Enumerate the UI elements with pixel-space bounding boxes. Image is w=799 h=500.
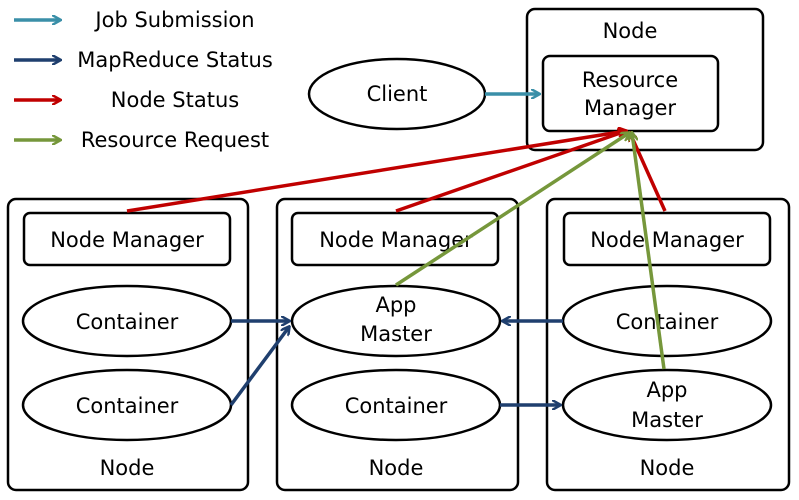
legend-mapreduce-status-label: MapReduce Status	[77, 48, 273, 72]
node-3-app-master	[561, 368, 773, 442]
node-2-app-master	[290, 284, 502, 358]
node-2: Node Manager App Master Container Node	[275, 197, 520, 492]
node-status-arrow-node-3	[630, 133, 667, 212]
node-1: Node Manager Container Container Node	[6, 197, 250, 492]
client: Client	[307, 57, 487, 131]
node-status-arrow-node-2	[395, 131, 626, 213]
node-3-app-master-label-line1: App	[646, 378, 687, 402]
legend-node-status-label: Node Status	[111, 88, 239, 112]
node-1-node-manager-label: Node Manager	[50, 228, 204, 252]
resource-manager-label-line1: Resource	[582, 68, 678, 92]
node-1-container-1-label: Container	[76, 310, 179, 334]
mapreduce-status-arrow-node1-c2	[229, 327, 289, 407]
resource-manager-label-line2: Manager	[584, 96, 676, 120]
node-2-container-label: Container	[345, 394, 448, 418]
node-2-app-master-label-line2: Master	[360, 322, 432, 346]
resource-request-arrow-node-3	[632, 133, 666, 370]
node-status-arrow-node-1	[126, 131, 626, 213]
node-3: Node Manager Container App Master Node	[545, 197, 791, 492]
node-3-node-manager-label: Node Manager	[590, 228, 744, 252]
node-2-app-master-label-line1: App	[375, 293, 416, 317]
node-2-label: Node	[369, 456, 424, 480]
legend-job-submission-label: Job Submission	[93, 8, 254, 32]
node-2-node-manager-label: Node Manager	[319, 228, 473, 252]
node-3-container-label: Container	[616, 310, 719, 334]
client-label: Client	[367, 82, 428, 106]
top-node: Node Resource Manager	[525, 7, 765, 152]
top-node-label: Node	[603, 19, 658, 43]
node-3-app-master-label-line2: Master	[631, 408, 703, 432]
legend-resource-request-label: Resource Request	[81, 128, 269, 152]
resource-request-arrow-node-2	[395, 133, 629, 287]
node-3-label: Node	[640, 456, 695, 480]
legend: Job Submission MapReduce Status Node Sta…	[14, 8, 273, 152]
node-1-container-2-label: Container	[76, 394, 179, 418]
node-1-node-manager-box	[22, 211, 232, 267]
node-1-label: Node	[100, 456, 155, 480]
node-3-node-manager-box	[562, 211, 772, 267]
